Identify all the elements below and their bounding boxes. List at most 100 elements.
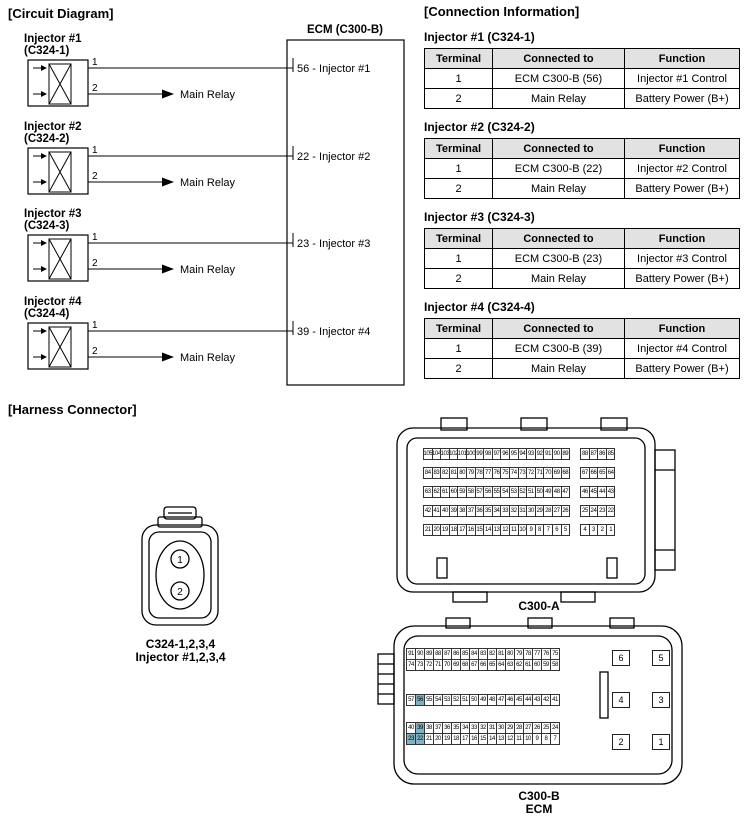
cell-function: Injector #1 Control [624,68,740,89]
c324-connector-drawing: 1 2 [141,506,219,626]
cell-function: Injector #3 Control [624,248,740,269]
c300b-pin-5: 5 [652,650,670,666]
relay-arrow-icon [162,264,174,274]
header-connected-to: Connected to [492,228,625,249]
circuit-diagram-title: [Circuit Diagram] [8,6,114,21]
injector-solenoid-symbol [33,326,72,368]
cell-terminal: 1 [424,68,493,89]
pin-2-label: 2 [92,171,98,182]
injector-name: Injector #2 [24,121,82,133]
c300b-body [393,625,683,785]
pin-1-label: 1 [92,232,98,243]
cell-connected-to: ECM C300-B (22) [492,158,625,179]
c300b-pin-3: 3 [652,692,670,708]
injector-connector-name: (C324-4) [24,308,70,320]
c300a-connector-drawing [396,417,676,603]
table-row: 2 Main Relay Battery Power (B+) [424,178,740,199]
c324-label: C324-1,2,3,4 Injector #1,2,3,4 [118,638,243,664]
injector-4-connection-table: Terminal Connected to Function 1 ECM C30… [424,318,740,379]
c300b-pin-58: 58 [550,659,560,671]
c300a-side-tab [654,449,676,571]
pin-2-label: 2 [92,258,98,269]
cell-connected-to: Main Relay [492,268,625,289]
c300a-pin-89: 89 [560,448,571,460]
cell-connected-to: ECM C300-B (23) [492,248,625,269]
cell-function: Battery Power (B+) [624,88,740,109]
c300a-pin-5: 5 [560,524,571,536]
table-header-row: Terminal Connected to Function [424,48,740,69]
ecm-box [286,39,405,386]
c300b-pin-1: 1 [652,734,670,750]
connection-information-section: [Connection Information] Injector #1 (C3… [424,4,740,379]
cell-connected-to: Main Relay [492,358,625,379]
c300b-label: C300-B ECM [376,790,702,816]
header-terminal: Terminal [424,228,493,249]
c324-pin-2-number: 2 [177,587,183,598]
c300b-connector-drawing [377,617,683,785]
c300b-pin-2: 2 [612,734,630,750]
injector-2-connection-block: Injector #2 (C324-2) Terminal Connected … [424,120,740,199]
cell-function: Battery Power (B+) [624,358,740,379]
table-row: 2 Main Relay Battery Power (B+) [424,358,740,379]
c300a-pin-85: 85 [605,448,616,460]
table-header-row: Terminal Connected to Function [424,318,740,339]
injector-symbol-box [27,59,89,107]
injector-symbol-box [27,147,89,195]
cell-terminal: 2 [424,178,493,199]
ecm-label: ECM (C300-B) [307,24,383,36]
header-connected-to: Connected to [492,138,625,159]
cell-function: Battery Power (B+) [624,178,740,199]
injector-1-connection-block: Injector #1 (C324-1) Terminal Connected … [424,30,740,109]
table-title: Injector #2 (C324-2) [424,120,535,134]
table-row: 2 Main Relay Battery Power (B+) [424,88,740,109]
harness-connector-title: [Harness Connector] [8,402,137,417]
header-connected-to: Connected to [492,318,625,339]
cell-connected-to: Main Relay [492,178,625,199]
cell-terminal: 2 [424,268,493,289]
table-title: Injector #4 (C324-4) [424,300,535,314]
circuit-diagram: ECM (C300-B) Injector #1 (C324-1) 1 56 -… [24,24,405,386]
c300a-pin-22: 22 [605,505,616,517]
cell-terminal: 2 [424,88,493,109]
relay-arrow-icon [162,177,174,187]
table-row: 1 ECM C300-B (39) Injector #4 Control [424,338,740,359]
cell-terminal: 1 [424,338,493,359]
cell-terminal: 2 [424,358,493,379]
pin-2-label: 2 [92,83,98,94]
c324-pin-1 [170,549,190,569]
relay-arrow-icon [162,352,174,362]
header-terminal: Terminal [424,138,493,159]
relay-arrow-icon [162,89,174,99]
cell-connected-to: Main Relay [492,88,625,109]
c300b-side-tab [377,653,395,705]
ecm-terminal-label: 39 - Injector #4 [297,326,370,338]
c324-pin-2 [170,581,190,601]
injector-connector-name: (C324-2) [24,133,70,145]
table-row: 1 ECM C300-B (22) Injector #2 Control [424,158,740,179]
c300a-pin-64: 64 [605,467,616,479]
cell-terminal: 1 [424,158,493,179]
pin-2-label: 2 [92,346,98,357]
injector-3-connection-table: Terminal Connected to Function 1 ECM C30… [424,228,740,289]
injector-name: Injector #4 [24,296,82,308]
injector-1-group: Injector #1 (C324-1) 1 56 - Injector #1 … [24,33,370,107]
injector-2-group: Injector #2 (C324-2) 1 22 - Injector #2 … [24,121,370,195]
c300b-pin-6: 6 [612,650,630,666]
pin-1-label: 1 [92,57,98,68]
table-title: Injector #3 (C324-3) [424,210,535,224]
table-title: Injector #1 (C324-1) [424,30,535,44]
table-header-row: Terminal Connected to Function [424,228,740,249]
cell-function: Injector #4 Control [624,338,740,359]
ecm-terminal-label: 23 - Injector #3 [297,238,370,250]
